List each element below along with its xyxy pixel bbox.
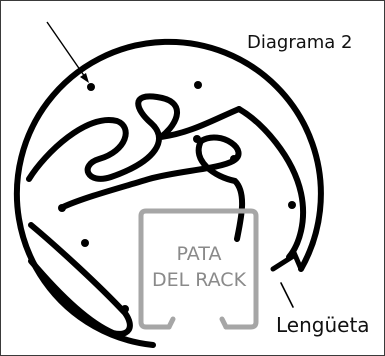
basket-wire-right-curve (236, 106, 307, 260)
basket-wire-upper-loop (26, 93, 242, 182)
basket-wire-lower-left-lobe (28, 222, 133, 337)
rack-leg-label-line2: DEL RACK (152, 269, 247, 291)
basket-rim (13, 38, 324, 348)
tab-label: Lengüeta (276, 313, 370, 337)
tab-leader-line (280, 282, 294, 308)
rack-leg-label-line1: PATA (177, 243, 222, 265)
pointer-arrow (46, 21, 89, 83)
tab-wire (270, 251, 304, 272)
wire-basket (13, 38, 324, 348)
rack-leg (138, 208, 259, 330)
diagram-title: Diagrama 2 (247, 32, 353, 53)
weld-points (58, 81, 296, 313)
tab-detail (270, 251, 304, 308)
basket-wire-lower-loop (60, 134, 246, 242)
